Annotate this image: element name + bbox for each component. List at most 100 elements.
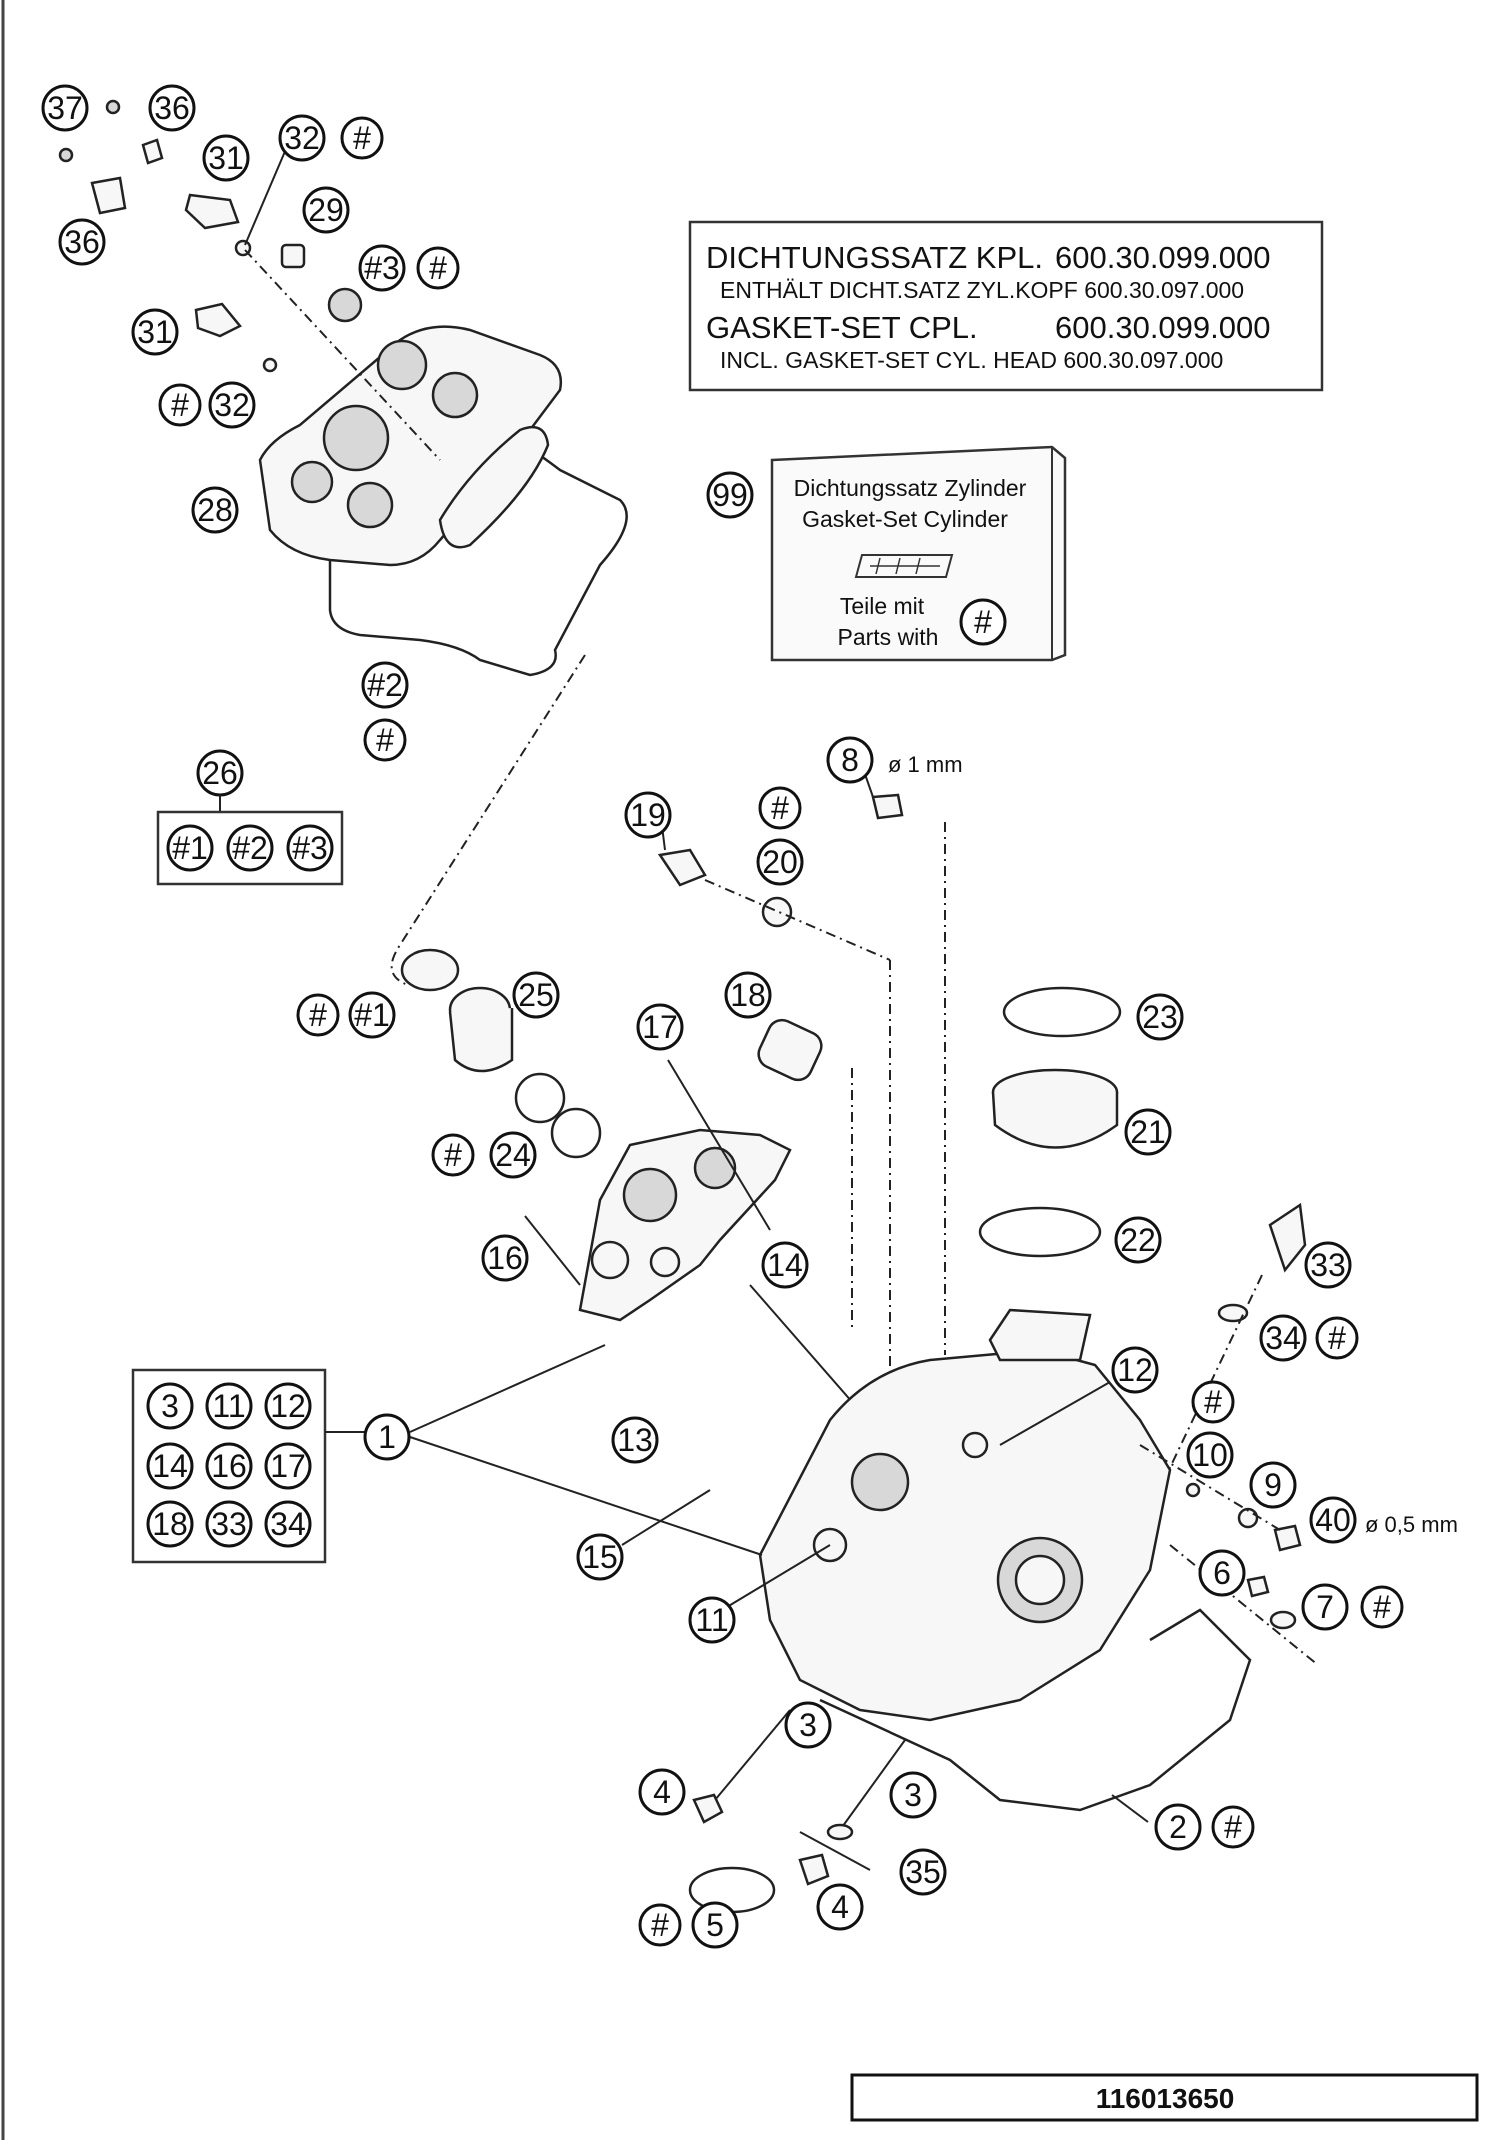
ktm-logo [854,554,954,578]
kit-line1-number: 600.30.099.000 [1055,240,1271,275]
svg-text:3: 3 [904,1777,922,1813]
svg-text:#1: #1 [354,997,390,1033]
screw-17-shape [667,1059,771,1231]
leader-lines [244,134,1149,1871]
callout-7-marker: # [1360,1585,1404,1629]
set-line1: Dichtungssatz Zylinder [794,475,1027,501]
part-18-shape [757,1018,823,1082]
svg-text:34: 34 [270,1506,306,1542]
callout-17: 17 [636,1003,684,1051]
svg-text:11: 11 [695,1602,728,1638]
callout-9: 9 [1249,1461,1297,1509]
svg-text:#: # [1328,1320,1346,1356]
callout-34-marker: # [1315,1316,1359,1360]
kit-line1-label: DICHTUNGSSATZ KPL. [706,240,1043,275]
callout-32a: 32 [278,114,326,162]
svg-text:12: 12 [270,1388,306,1424]
cylinder-gasket-set-box: Dichtungssatz Zylinder Gasket-Set Cylind… [770,445,1067,662]
callout-31a: 31 [202,134,250,182]
washer-35-shape [826,1823,854,1841]
intake-sleeve-21-shape [991,1068,1119,1149]
callout-25-marker: # [296,993,340,1037]
kit-line2: ENTHÄLT DICHT.SATZ ZYL.KOPF 600.30.097.0… [720,277,1244,303]
svg-text:33: 33 [211,1506,247,1542]
callout-19: 19 [624,791,672,839]
svg-text:#2: #2 [367,667,403,703]
small-parts-top-left [58,99,363,373]
leader-cover-bridge [390,654,586,986]
leader-9-10-40 [1139,1444,1281,1531]
nut-4a-shape [692,1793,724,1824]
svg-text:29: 29 [308,192,344,228]
callout-20-marker: # [758,786,802,830]
callout-14: 14 [761,1241,809,1289]
svg-text:17: 17 [642,1009,678,1045]
callout-28: 28 [191,486,239,534]
callout-10-marker: # [1191,1380,1235,1424]
callout-36a: 36 [148,84,196,132]
callout-1: 1 [363,1413,411,1461]
svg-text:32: 32 [214,387,250,423]
svg-text:10: 10 [1192,1437,1228,1473]
callouts: 37 36 31 32 # 36 29 #3 # 31 # 32 28 #2 #… [41,84,1458,1949]
svg-text:37: 37 [47,90,83,126]
nozzle-8-shape [871,793,904,820]
svg-text:23: 23 [1142,999,1178,1035]
callout-3-marker: # [416,246,460,290]
svg-text:#: # [974,604,992,640]
svg-text:1: 1 [378,1419,396,1455]
svg-text:34: 34 [1265,1320,1301,1356]
svg-text:7: 7 [1316,1589,1334,1625]
group-1-box: 3 11 12 14 16 17 18 33 34 [131,1368,327,1564]
svg-text:#: # [651,1907,669,1943]
washer-34-shape [1217,1303,1249,1323]
callout-1-hash: #1 [348,991,396,1039]
svg-text:#: # [771,790,789,826]
plug-9-shape [1237,1507,1259,1529]
callout-5: 5 [691,1901,739,1949]
svg-text:5: 5 [706,1907,724,1943]
cylinder-head-shape [758,1308,1172,1722]
group-1-item-34: 34 [264,1500,312,1548]
svg-text:36: 36 [154,90,190,126]
callout-4b: 4 [816,1883,864,1931]
kit-line3-label: GASKET-SET CPL. [706,310,978,345]
svg-text:36: 36 [64,224,100,260]
plug-19-shape [657,848,707,887]
svg-text:2: 2 [1169,1809,1187,1845]
group-26-item-1: #1 [166,824,214,872]
sensor-33-shape [1268,1202,1307,1273]
callout-2-marker-b: # [1211,1805,1255,1849]
svg-text:35: 35 [905,1854,941,1890]
callout-31b: 31 [131,308,179,356]
callout-33: 33 [1304,1241,1352,1289]
svg-text:24: 24 [495,1137,531,1173]
svg-text:15: 15 [582,1539,618,1575]
callout-15: 15 [576,1533,624,1581]
svg-text:#2: #2 [232,830,268,866]
callout-99: 99 [706,471,754,519]
callout-6: 6 [1198,1549,1246,1597]
callout-7: 7 [1301,1583,1349,1631]
plug-25-shape [448,986,514,1073]
seal-ring-1-shape [400,948,460,992]
group-1-item-16: 16 [205,1442,253,1490]
kit-line4: INCL. GASKET-SET CYL. HEAD 600.30.097.00… [720,347,1223,373]
group-1-item-33: 33 [205,1500,253,1548]
svg-text:33: 33 [1310,1247,1346,1283]
set-line3: Teile mit [840,593,925,619]
svg-text:22: 22 [1120,1222,1156,1258]
washer-20-shape [761,896,793,928]
svg-text:16: 16 [211,1448,247,1484]
svg-text:4: 4 [653,1774,671,1810]
callout-40: 40 [1309,1496,1357,1544]
svg-text:21: 21 [1130,1114,1166,1150]
svg-text:#: # [171,387,189,423]
callout-24-marker: # [431,1133,475,1177]
callout-2: 2 [1154,1803,1202,1851]
svg-text:20: 20 [762,844,798,880]
callout-36b: 36 [58,218,106,266]
group-26-item-2: #2 [226,824,274,872]
callout-29: 29 [302,186,350,234]
